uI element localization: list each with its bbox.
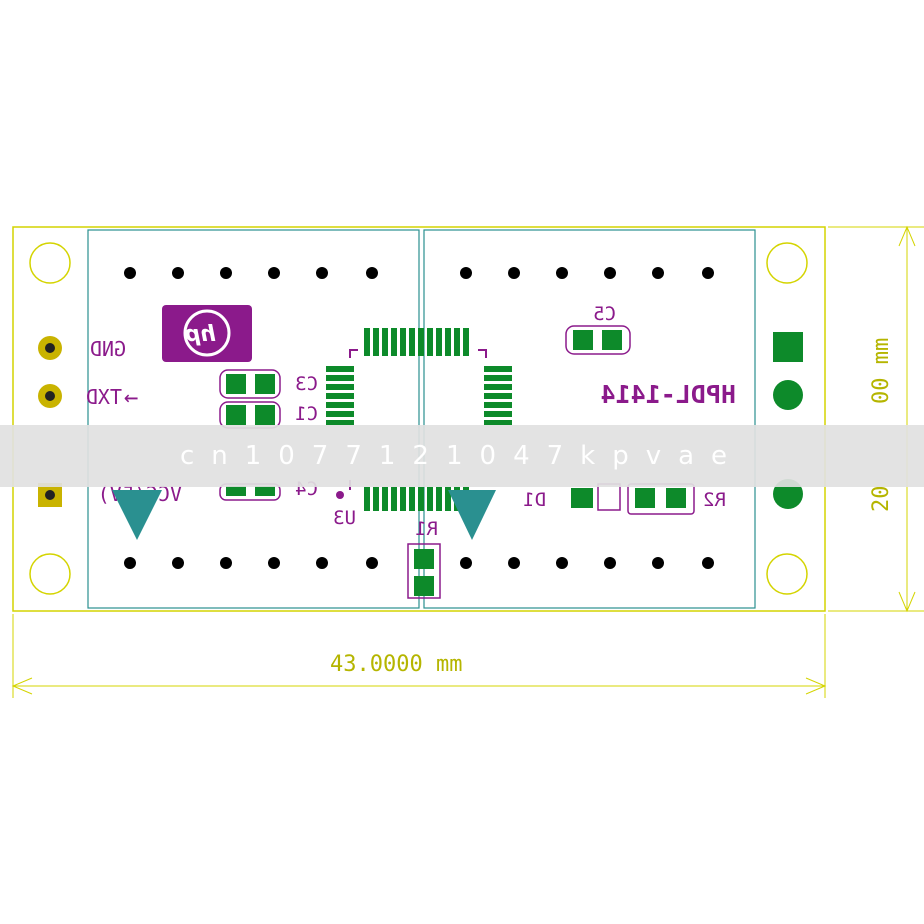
height-dimension — [828, 225, 924, 613]
svg-text:TXD: TXD — [86, 385, 122, 409]
pin-label-gnd: GND — [90, 337, 126, 361]
r2-pad-1 — [635, 488, 655, 508]
hp-logo-ring — [183, 309, 231, 357]
c5-pad-1 — [573, 330, 593, 350]
c1-label: C1 — [295, 403, 318, 425]
pad-txd-hole — [45, 391, 55, 401]
triangle-marker-left — [112, 490, 162, 540]
c5-label: C5 — [593, 303, 616, 325]
height-dimension-label-bottom: 20 — [869, 486, 894, 513]
mounting-hole-bl — [29, 553, 71, 595]
chip-label: HPDL-1414 — [601, 380, 736, 409]
c1-pad-2 — [255, 405, 275, 425]
c3-pad-2 — [255, 374, 275, 394]
right-pad-square — [773, 332, 803, 362]
c5-outline — [565, 325, 631, 355]
header-pins-bottom — [124, 557, 714, 569]
c3-label: C3 — [295, 373, 318, 395]
u3-pads-right — [484, 366, 512, 425]
board-outline — [12, 226, 826, 612]
d1-label: D1 — [523, 489, 546, 511]
svg-text:GND: GND — [90, 337, 126, 361]
u3-pads-left — [326, 366, 354, 425]
pad-vcc-hole — [45, 490, 55, 500]
watermark-text: cn1077121047kpvae — [179, 441, 745, 471]
width-dimension-label: 43.0000 mm — [330, 652, 462, 677]
mounting-hole-br — [766, 553, 808, 595]
height-dimension-label-top: 00 mm — [869, 338, 894, 404]
u3-pads-top — [364, 328, 469, 356]
pin-label-txd: TXD — [86, 385, 122, 409]
header-pins-top — [124, 267, 714, 279]
mounting-hole-tl — [29, 242, 71, 284]
hp-logo-text: hp — [185, 322, 216, 347]
c3-pad-1 — [226, 374, 246, 394]
r1-label: R1 — [415, 518, 438, 540]
u3-pin1-marker — [336, 491, 344, 499]
c1-pad-1 — [226, 405, 246, 425]
d1-outline — [597, 483, 621, 511]
display-left-outline — [87, 229, 420, 609]
r1-pad-1 — [414, 549, 434, 569]
txd-arrow: ← — [124, 383, 138, 411]
r2-label: R2 — [703, 489, 726, 511]
watermark-band: cn1077121047kpvae — [0, 425, 924, 487]
pad-gnd-hole — [45, 343, 55, 353]
d1-pad — [571, 488, 593, 508]
display-right-outline — [423, 229, 756, 609]
c4-pad-1 — [226, 486, 246, 496]
c3-outline — [219, 369, 281, 399]
mounting-hole-tr — [766, 242, 808, 284]
triangle-marker-right — [448, 490, 496, 540]
r2-pad-2 — [666, 488, 686, 508]
u3-label: U3 — [333, 507, 356, 529]
r1-outline — [407, 543, 441, 599]
hp-logo — [162, 305, 252, 362]
right-pad-round-1 — [773, 380, 803, 410]
width-dimension — [11, 614, 827, 698]
c5-pad-2 — [602, 330, 622, 350]
c4-pad-2 — [255, 486, 275, 496]
r1-pad-2 — [414, 576, 434, 596]
